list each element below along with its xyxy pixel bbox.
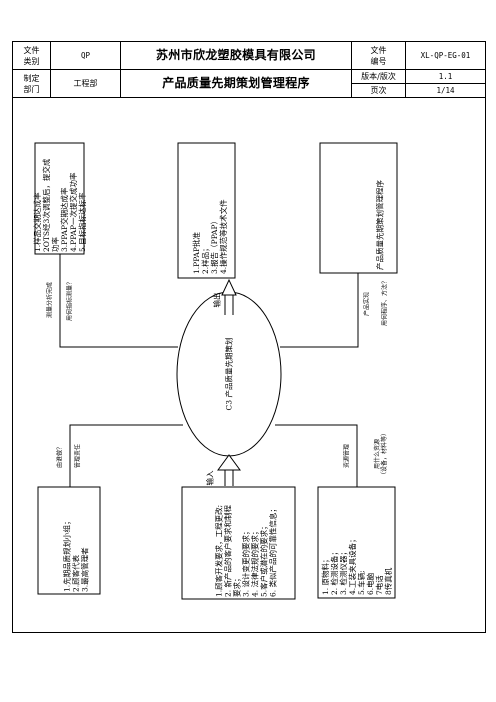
label-resource-management: 资源管理 (343, 444, 351, 469)
label-procedure-method: 用何程序、方法？ (381, 278, 389, 327)
box-bot-mid (181, 486, 296, 600)
input-arrow (217, 454, 241, 486)
connector-bot-left (69, 424, 183, 487)
label-who: 由谁做？ (56, 444, 64, 469)
output-label: 输出 (212, 292, 222, 308)
document-frame (12, 41, 486, 633)
connector-top-left (59, 254, 178, 348)
label-product-realization: 产品实现 (363, 292, 371, 317)
label-measure-analysis: 测量分析完成 (46, 282, 54, 319)
output-arrow (221, 278, 237, 315)
label-measure-indicator: 用何指标测量？ (66, 279, 74, 322)
document-header-table: 文件 类别 QP 苏州市欣龙塑胶模具有限公司 文件 编号 XL-QP-EG-01… (12, 41, 486, 98)
doc-type-label: 文件 类别 (12, 41, 51, 70)
dept-value: 工程部 (50, 69, 121, 98)
connector-top-right (280, 273, 359, 348)
input-label: 输入 (205, 470, 215, 486)
box-top-right-text: 产品质量先期策划管理程序 (375, 180, 385, 270)
dept-label: 制定 部门 (12, 69, 51, 98)
connector-bot-right (275, 424, 358, 487)
label-what-resources: 用什么资源 （设备，材料等） (374, 430, 388, 479)
center-process-label: C3 产品质量先期策划 (224, 337, 234, 411)
box-top-left-text: 1.样品交期达成率 2OTS经3次调整后，提交成 功率 3.PPAP交期达成率 … (33, 158, 87, 252)
label-management-responsibility: 管理责任 (74, 444, 82, 469)
box-bot-mid-text: 1.顾客开发要求，工程更改; 2. 新产品的客户要求和制程 要求； 3. 设计变… (214, 504, 278, 597)
page-value: 1/14 (405, 83, 486, 98)
box-bot-left-text: 1.先期品质规划小组； 2.顾客代表 3.最高管理者 (62, 517, 90, 592)
box-bot-right-text: 1. 原物料； 2. 检测设备； 3. 检测仪器； 4.工装夹具设备； 5.车辆… (321, 535, 393, 595)
box-top-right (319, 142, 398, 274)
box-top-mid-text: 1.PPAP批准 2.样品； 3.报告（PPAP） 4.操作规范等技术文件 (192, 199, 228, 274)
doc-title: 产品质量先期策划管理程序 (120, 69, 352, 98)
box-bot-left (37, 486, 101, 595)
box-top-mid (177, 142, 236, 279)
company-name: 苏州市欣龙塑胶模具有限公司 (120, 41, 352, 70)
